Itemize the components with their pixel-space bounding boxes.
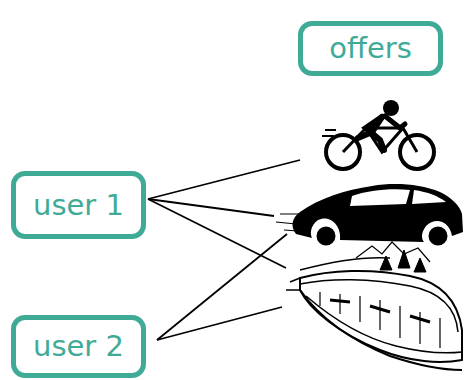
- car-icon: [276, 184, 463, 247]
- user-box: offers: [298, 21, 443, 76]
- box-label: offers: [329, 34, 412, 63]
- box-label: user 2: [33, 332, 124, 361]
- box-label: user 1: [33, 191, 124, 220]
- train-icon: [286, 242, 462, 370]
- leader-line: [148, 160, 300, 199]
- leader-line: [148, 199, 286, 268]
- user-box: user 1: [11, 171, 146, 239]
- leader-line: [157, 234, 287, 340]
- connector-lines: [148, 160, 300, 340]
- bicycle-icon: [322, 100, 434, 169]
- user-box: user 2: [11, 315, 146, 378]
- leader-line: [157, 307, 282, 340]
